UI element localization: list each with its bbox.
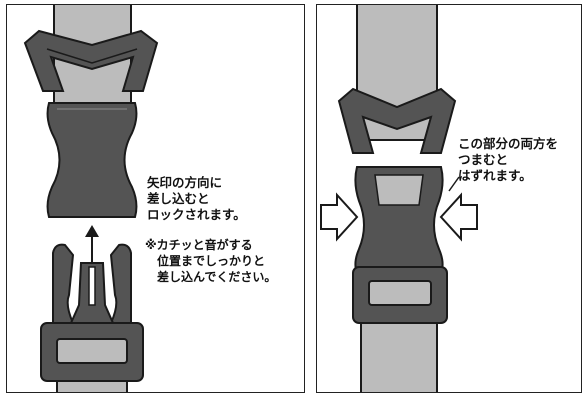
insert-instruction-text: 矢印の方向に 差し込むと ロックされます。 [147,175,246,222]
male-buckle-right-prong [109,243,132,324]
lower-strap [56,380,128,392]
male-buckle-slot [56,338,128,364]
strap-loop-bracket [23,29,159,92]
release-instruction-text: この部分の両方を つまむと はずれます。 [458,136,559,183]
female-buckle [46,102,138,218]
male-buckle-slot [368,280,432,306]
callout-leader [448,176,460,192]
strap-loop-bracket [337,87,457,154]
release-illustration [320,5,478,392]
click-sound-note-text: ※カチッと音がする 位置までしっかりと 差し込んでください。 [145,238,277,284]
lower-strap [360,322,438,392]
squeeze-arrow-left [320,192,359,242]
squeeze-arrow-right [439,192,478,242]
right-panel-release-diagram: この部分の両方を つまむと はずれます。 [316,4,582,393]
male-buckle-left-prong [52,243,75,324]
left-panel-insert-diagram: 矢印の方向に 差し込むと ロックされます。 ※カチッと音がする 位置までしっかり… [6,4,305,393]
insert-illustration [23,5,159,392]
